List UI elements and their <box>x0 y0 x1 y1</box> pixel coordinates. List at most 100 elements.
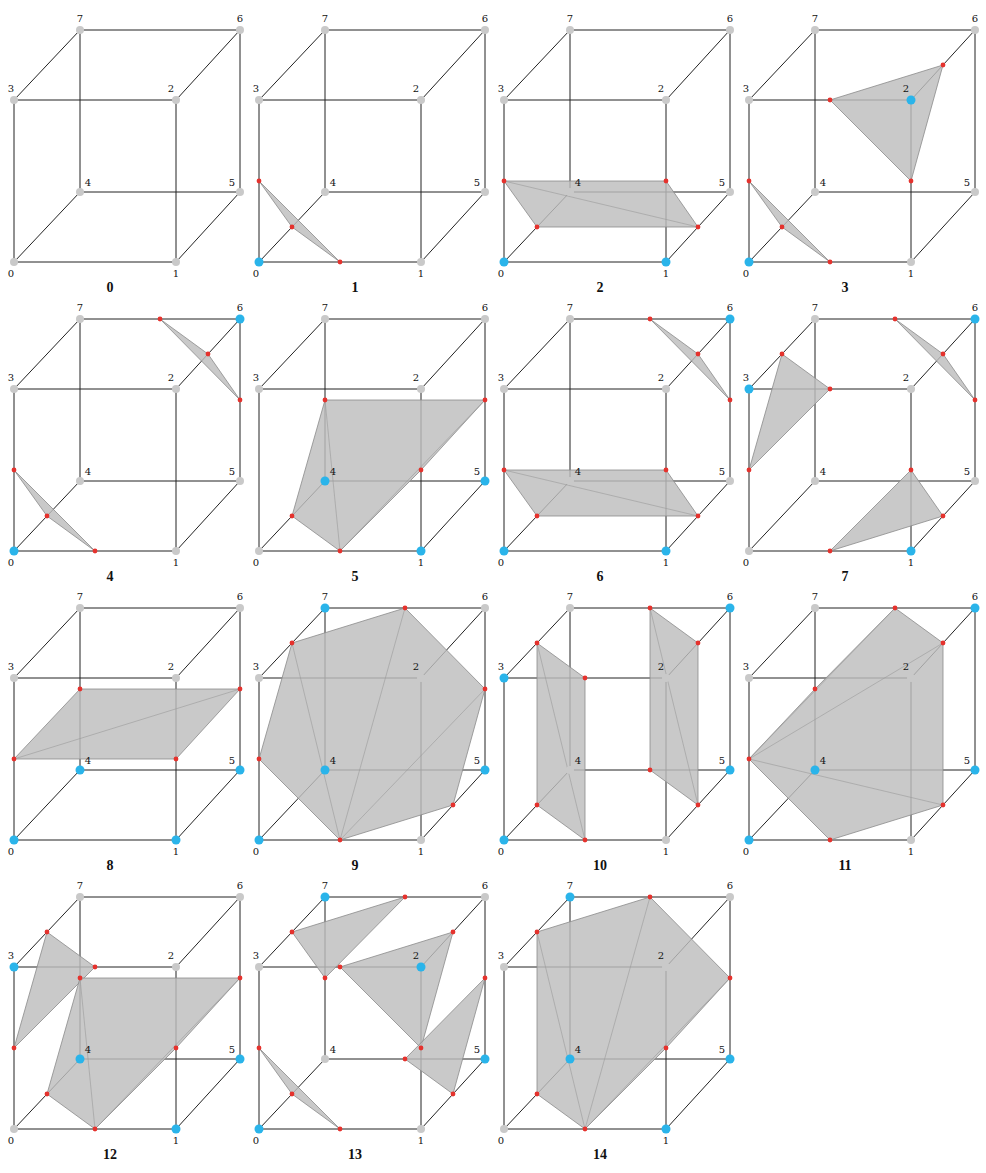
cube-vertex <box>662 385 670 393</box>
vertex-number: 3 <box>8 373 14 383</box>
vertex-number: 4 <box>85 467 91 477</box>
intersection-point <box>973 398 978 403</box>
cube-case <box>255 315 490 556</box>
intersection-point <box>338 965 343 970</box>
cube-vertex <box>662 963 670 971</box>
vertex-number: 7 <box>812 14 818 24</box>
intersection-point <box>828 98 833 103</box>
vertex-number: 0 <box>743 269 749 279</box>
triangulation-line <box>14 689 240 759</box>
cube-edge <box>421 319 485 389</box>
cube-vertex <box>236 766 245 775</box>
cube-edge <box>14 840 176 841</box>
vertex-number: 4 <box>330 467 336 477</box>
cube-edge <box>325 319 485 320</box>
vertex-number: 7 <box>77 881 83 891</box>
cube-edge <box>504 319 570 389</box>
cube-vertex <box>566 1055 575 1064</box>
cube-vertex <box>172 963 180 971</box>
isosurface-polygon <box>650 608 698 805</box>
cube-edge <box>176 1059 240 1129</box>
intersection-point <box>535 930 540 935</box>
cube-case <box>745 315 980 556</box>
cube-vertex <box>971 188 979 196</box>
cube-vertex <box>811 766 820 775</box>
cube-vertex <box>321 893 330 902</box>
cube-vertex <box>417 385 425 393</box>
vertex-number: 7 <box>812 303 818 313</box>
cube-vertex <box>321 315 329 323</box>
vertex-number: 2 <box>658 951 664 961</box>
intersection-point <box>813 687 818 692</box>
isosurface-polygon <box>259 608 485 840</box>
cube-vertex <box>417 963 426 972</box>
intersection-point <box>290 930 295 935</box>
triangulation-line <box>325 400 340 551</box>
cube-vertex <box>10 963 19 972</box>
isosurface-polygon <box>47 978 240 1129</box>
intersection-point <box>338 260 343 265</box>
vertex-number: 1 <box>418 558 424 568</box>
intersection-point <box>747 468 752 473</box>
intersection-point <box>290 641 295 646</box>
cube-edge <box>14 192 80 262</box>
intersection-point <box>338 1127 343 1132</box>
cube-case <box>10 893 245 1134</box>
cube-edge <box>485 30 486 192</box>
case-number: 4 <box>107 570 114 584</box>
vertex-number: 5 <box>964 467 970 477</box>
cube-vertex <box>726 604 735 613</box>
cube-vertex <box>481 188 489 196</box>
cube-vertex <box>76 604 84 612</box>
cube-vertex <box>255 674 263 682</box>
cube-vertex <box>76 766 85 775</box>
vertex-number: 6 <box>237 881 243 891</box>
intersection-point <box>483 687 488 692</box>
vertex-number: 5 <box>474 756 480 766</box>
intersection-point <box>828 838 833 843</box>
cube-edge <box>666 1059 730 1129</box>
vertex-number: 3 <box>8 662 14 672</box>
cube-vertex <box>971 477 979 485</box>
cube-edge <box>815 192 975 193</box>
vertex-number: 2 <box>168 373 174 383</box>
vertex-number: 6 <box>972 592 978 602</box>
vertex-number: 3 <box>743 84 749 94</box>
cube-vertex <box>255 1125 264 1134</box>
intersection-point <box>648 768 653 773</box>
cube-vertex <box>236 893 244 901</box>
isosurface-polygon <box>537 897 730 1129</box>
intersection-point <box>323 976 328 981</box>
cube-vertex <box>10 1125 18 1133</box>
cube-case <box>255 604 490 845</box>
intersection-point <box>403 1057 408 1062</box>
isosurface-polygon <box>292 400 485 551</box>
cube-vertex <box>255 385 263 393</box>
vertex-number: 5 <box>474 1045 480 1055</box>
cube-edge <box>80 897 240 898</box>
triangulation-line <box>340 689 485 840</box>
cube-edge <box>80 319 81 481</box>
cube-vertex <box>662 674 670 682</box>
intersection-point <box>45 1092 50 1097</box>
vertex-number: 3 <box>253 662 259 672</box>
intersection-point <box>419 1046 424 1051</box>
intersection-point <box>483 976 488 981</box>
cube-vertex <box>662 96 670 104</box>
vertex-number: 2 <box>658 84 664 94</box>
vertex-number: 1 <box>173 558 179 568</box>
cube-case <box>255 26 490 267</box>
vertex-number: 6 <box>237 14 243 24</box>
cube-edge <box>14 481 80 551</box>
intersection-point <box>290 225 295 230</box>
intersection-point <box>696 352 701 357</box>
vertex-number: 4 <box>820 178 826 188</box>
case-number: 11 <box>838 859 851 873</box>
cube-vertex <box>236 315 245 324</box>
vertex-number: 1 <box>663 1136 669 1146</box>
cube-vertex <box>811 477 819 485</box>
cube-vertex <box>76 26 84 34</box>
vertex-number: 6 <box>727 303 733 313</box>
